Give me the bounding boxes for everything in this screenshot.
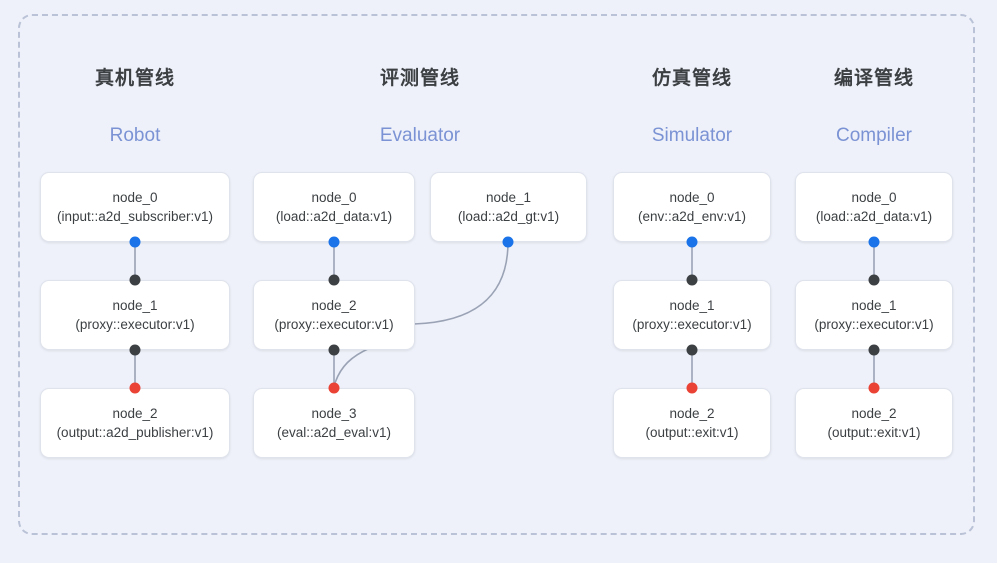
node-type: (input::a2d_subscriber:v1): [56, 209, 214, 224]
node-robot-1[interactable]: node_1 (proxy::executor:v1): [40, 280, 230, 350]
port-output-icon[interactable]: [328, 382, 340, 394]
node-name: node_2: [311, 298, 357, 313]
column-title-robot: 真机管线: [94, 68, 175, 89]
node-name: node_2: [112, 406, 158, 421]
node-compiler-2[interactable]: node_2 (output::exit:v1): [795, 388, 953, 458]
port-input-icon[interactable]: [502, 236, 514, 248]
port-input-icon[interactable]: [328, 236, 340, 248]
node-evaluator-0[interactable]: node_0 (load::a2d_data:v1): [253, 172, 415, 242]
port-link-icon[interactable]: [129, 344, 141, 356]
node-type: (proxy::executor:v1): [632, 317, 752, 332]
node-name: node_1: [112, 298, 158, 313]
port-link-icon[interactable]: [129, 274, 141, 286]
node-type: (env::a2d_env:v1): [637, 209, 747, 224]
node-evaluator-2[interactable]: node_2 (proxy::executor:v1): [253, 280, 415, 350]
node-name: node_1: [485, 190, 532, 205]
node-name: node_2: [851, 406, 897, 421]
port-link-icon[interactable]: [686, 274, 698, 286]
column-subtitle-evaluator: Evaluator: [379, 125, 461, 146]
node-type: (output::a2d_publisher:v1): [56, 425, 214, 440]
column-subtitle-compiler: Compiler: [835, 125, 913, 146]
node-name: node_0: [311, 190, 357, 205]
port-link-icon[interactable]: [868, 344, 880, 356]
port-link-icon[interactable]: [686, 344, 698, 356]
port-output-icon[interactable]: [129, 382, 141, 394]
node-name: node_2: [669, 406, 715, 421]
node-evaluator-3[interactable]: node_3 (eval::a2d_eval:v1): [253, 388, 415, 458]
node-compiler-0[interactable]: node_0 (load::a2d_data:v1): [795, 172, 953, 242]
node-compiler-1[interactable]: node_1 (proxy::executor:v1): [795, 280, 953, 350]
node-type: (load::a2d_data:v1): [275, 209, 393, 224]
node-type: (output::exit:v1): [827, 425, 921, 440]
node-type: (proxy::executor:v1): [274, 317, 394, 332]
node-name: node_0: [851, 190, 897, 205]
node-type: (load::a2d_data:v1): [815, 209, 933, 224]
port-output-icon[interactable]: [868, 382, 880, 394]
node-name: node_1: [851, 298, 897, 313]
node-robot-2[interactable]: node_2 (output::a2d_publisher:v1): [40, 388, 230, 458]
node-simulator-0[interactable]: node_0 (env::a2d_env:v1): [613, 172, 771, 242]
node-simulator-1[interactable]: node_1 (proxy::executor:v1): [613, 280, 771, 350]
column-title-compiler: 编译管线: [833, 68, 914, 89]
column-subtitle-simulator: Simulator: [651, 125, 733, 146]
port-link-icon[interactable]: [328, 344, 340, 356]
node-type: (proxy::executor:v1): [814, 317, 934, 332]
port-input-icon[interactable]: [868, 236, 880, 248]
node-name: node_1: [669, 298, 715, 313]
node-simulator-2[interactable]: node_2 (output::exit:v1): [613, 388, 771, 458]
node-type: (eval::a2d_eval:v1): [276, 425, 392, 440]
node-name: node_0: [112, 190, 158, 205]
column-title-evaluator: 评测管线: [379, 68, 460, 89]
node-robot-0[interactable]: node_0 (input::a2d_subscriber:v1): [40, 172, 230, 242]
node-evaluator-1[interactable]: node_1 (load::a2d_gt:v1): [430, 172, 587, 242]
port-input-icon[interactable]: [686, 236, 698, 248]
column-subtitle-robot: Robot: [109, 125, 161, 146]
node-name: node_0: [669, 190, 715, 205]
node-type: (output::exit:v1): [645, 425, 739, 440]
node-name: node_3: [311, 406, 357, 421]
node-type: (proxy::executor:v1): [75, 317, 195, 332]
port-link-icon[interactable]: [868, 274, 880, 286]
port-link-icon[interactable]: [328, 274, 340, 286]
port-output-icon[interactable]: [686, 382, 698, 394]
column-title-simulator: 仿真管线: [651, 68, 732, 89]
port-input-icon[interactable]: [129, 236, 141, 248]
node-type: (load::a2d_gt:v1): [457, 209, 560, 224]
